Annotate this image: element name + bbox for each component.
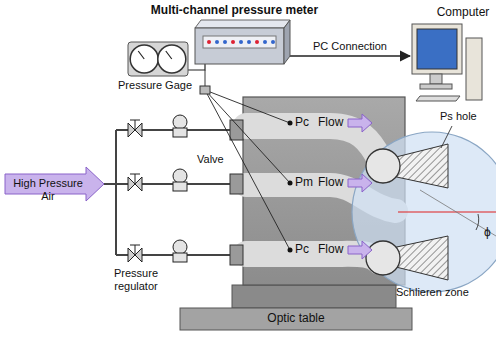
pressure-label: Pc [295,116,309,130]
node-label: Pressure Gage [118,79,192,92]
connector [290,55,410,57]
pressure-meter-shape [195,20,290,64]
flow-arrow [348,114,372,259]
node-label: Multi-channel pressure meter [151,4,318,18]
manifold-fitting [200,86,210,94]
part-label: Ps hole [440,110,477,123]
regulator-symbol [173,115,187,262]
pressure-label: Pc [295,243,309,257]
angle-symbol: ϕ [484,226,491,240]
schlieren-zone [352,132,496,292]
flow-label: Flow [318,116,343,130]
computer-shape [410,22,484,102]
zone-label: Schlieren zone [396,286,469,299]
inlet-label: High Pressure Air [8,177,88,202]
flow-label: Flow [318,243,343,257]
pressure-gage-shape [128,42,188,76]
connector [188,64,205,70]
chamber-base [232,285,396,308]
centerline [398,211,496,212]
nozzle-lip [366,241,400,275]
flow-label: Flow [318,176,343,190]
nozzle-lip [366,149,400,183]
leader-line [441,126,452,148]
valve-symbol [128,120,142,262]
pressure-meter: Multi-channel pressure meter [195,20,290,64]
piping [104,130,232,255]
connector-label: PC Connection [311,40,389,53]
part-label: Valve [197,153,224,166]
node-label: Computer [437,6,490,20]
angle-arc [476,214,479,230]
flange [230,120,243,265]
computer: Computer [410,22,484,102]
optic-table: Optic table [180,308,412,330]
tap-point [288,121,293,253]
part-label: Pressure regulator [96,267,176,292]
node-label: Optic table [267,312,324,326]
pressure-gage: Pressure Gage [128,42,188,76]
pressure-label: Pm [295,176,313,190]
